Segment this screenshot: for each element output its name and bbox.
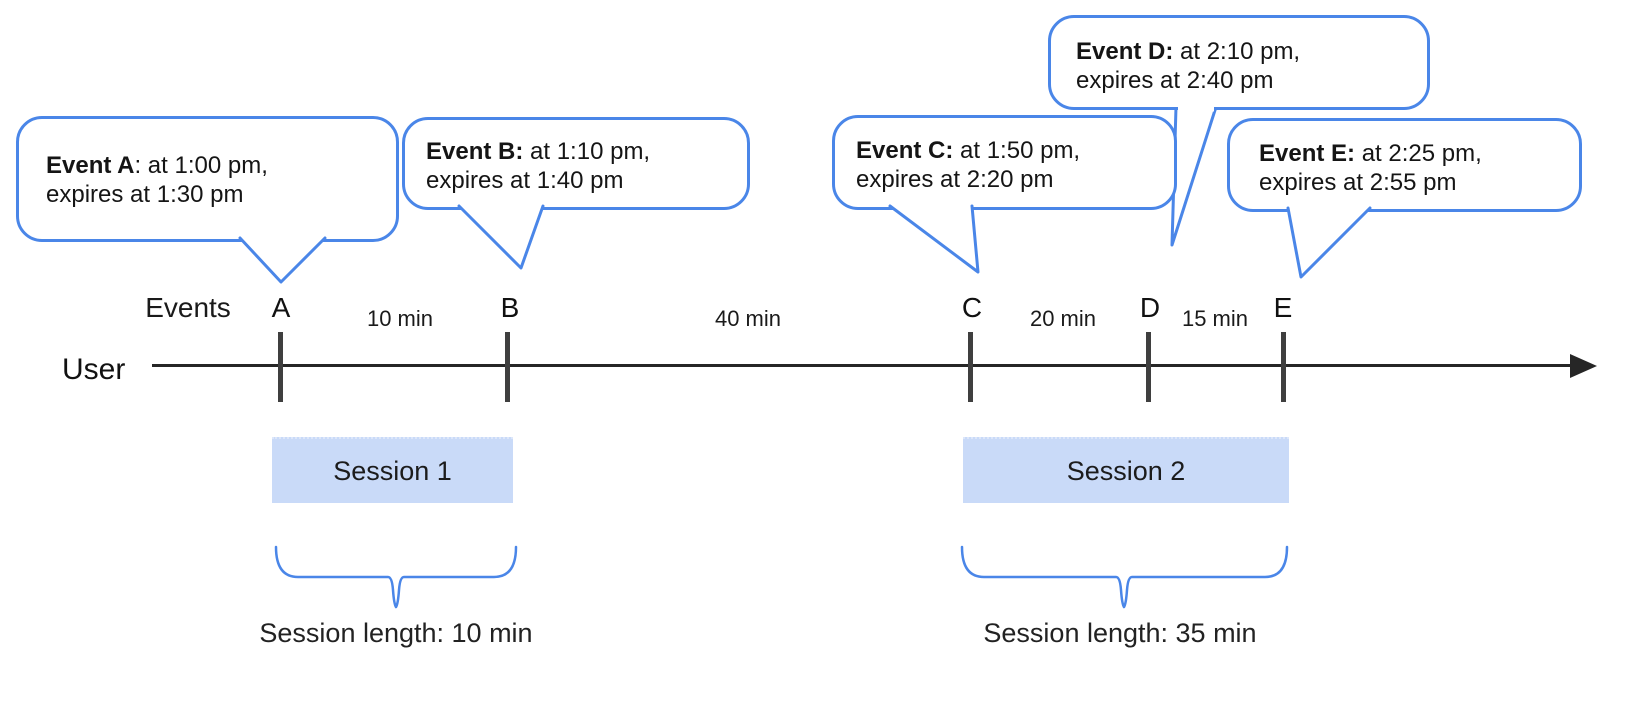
speech-bubble-event-d: Event D: at 2:10 pm, expires at 2:40 pm (1048, 15, 1430, 110)
session-2-label: Session 2 (1066, 455, 1186, 486)
bubble-d-tail-base-patch (1178, 106, 1214, 112)
speech-bubble-event-b: Event B: at 1:10 pm, expires at 1:40 pm (402, 117, 750, 210)
bubble-b-title: Event B: (426, 138, 524, 165)
bubble-c-title: Event C: (856, 137, 954, 164)
speech-bubble-event-e: Event E: at 2:25 pm, expires at 2:55 pm (1227, 118, 1582, 212)
event-label-e: E (1273, 292, 1293, 323)
bubble-c-time: at 1:50 pm, (953, 137, 1081, 164)
user-label: User (62, 353, 126, 386)
event-label-c: C (961, 292, 983, 323)
tick-event-c (968, 332, 973, 402)
session-1-box: Session 1 (272, 437, 513, 503)
tick-event-a (278, 332, 283, 402)
gap-label-c-d: 20 min (1029, 306, 1097, 331)
bubble-d-title: Event D: (1076, 38, 1174, 65)
bubble-a-time: : at 1:00 pm, (134, 152, 268, 179)
session-2-box: Session 2 (963, 437, 1289, 503)
bubble-d-time: at 2:10 pm, (1173, 38, 1301, 65)
event-label-b: B (500, 292, 520, 323)
bubble-b-tail (457, 204, 545, 270)
tick-event-e (1281, 332, 1286, 402)
brace-session-2 (960, 545, 1289, 609)
arrowhead-icon (1570, 354, 1597, 378)
session-1-length-label: Session length: 10 min (259, 618, 533, 648)
bubble-b-time: at 1:10 pm, (523, 138, 651, 165)
gap-label-a-b: 10 min (366, 306, 434, 331)
tick-event-b (505, 332, 510, 402)
speech-bubble-event-a: Event A: at 1:00 pm, expires at 1:30 pm (16, 116, 399, 242)
bubble-d-expiry: expires at 2:40 pm (1076, 67, 1274, 94)
bubble-a-title: Event A (46, 152, 135, 179)
bubble-e-time: at 2:25 pm, (1355, 140, 1482, 167)
session-1-label: Session 1 (333, 455, 452, 486)
bubble-e-expiry: expires at 2:55 pm (1259, 169, 1457, 196)
bubble-e-tail (1286, 206, 1372, 279)
bubble-c-expiry: expires at 2:20 pm (856, 166, 1054, 193)
event-label-a: A (271, 292, 291, 323)
gap-label-b-c: 40 min (714, 306, 782, 331)
bubble-b-expiry: expires at 1:40 pm (426, 167, 624, 194)
bubble-a-expiry: expires at 1:30 pm (46, 181, 244, 208)
timeline-axis (152, 364, 1573, 367)
session-2-length-label: Session length: 35 min (983, 618, 1257, 648)
tick-event-d (1146, 332, 1151, 402)
bubble-a-tail (238, 236, 327, 284)
bubble-e-title: Event E: (1259, 140, 1356, 167)
event-label-d: D (1139, 292, 1161, 323)
gap-label-d-e: 15 min (1181, 306, 1249, 331)
bubble-c-tail (888, 204, 980, 274)
events-label: Events (145, 292, 231, 323)
speech-bubble-event-c: Event C: at 1:50 pm, expires at 2:20 pm (832, 115, 1177, 210)
brace-session-1 (274, 545, 518, 609)
